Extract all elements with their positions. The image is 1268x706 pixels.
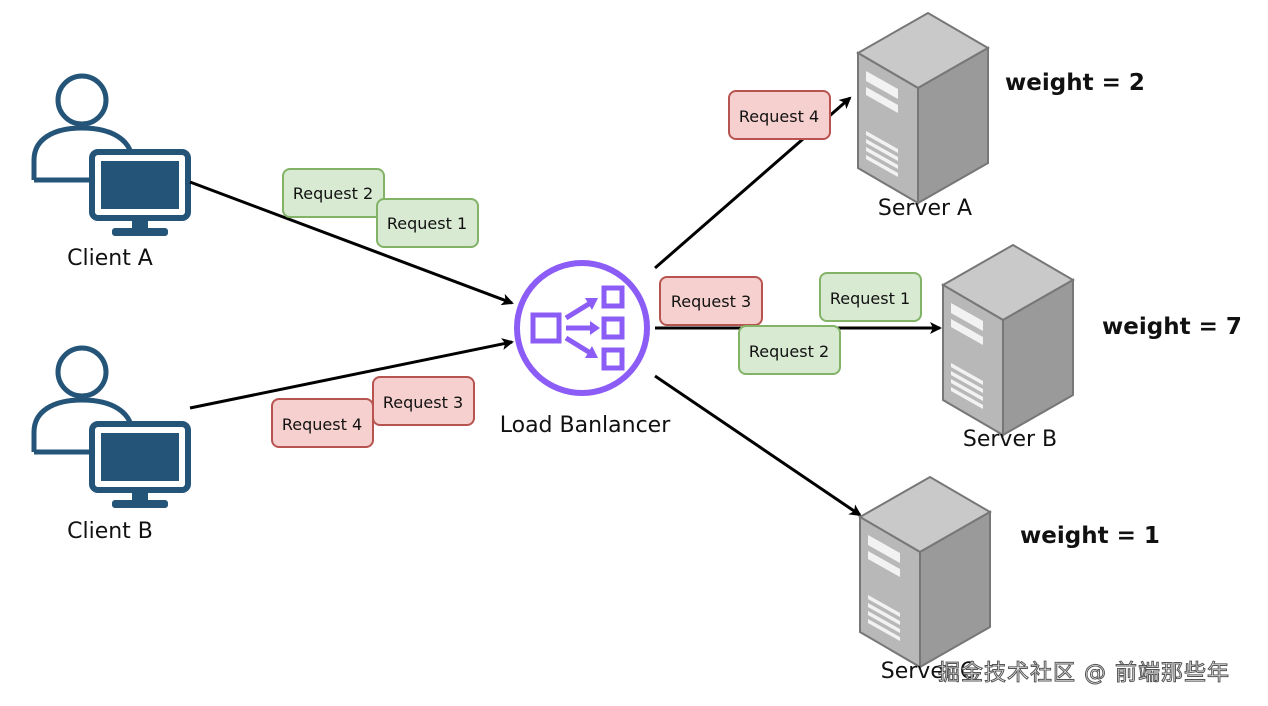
request-box: Request 1 — [376, 198, 479, 248]
client-computer-icon — [34, 348, 188, 508]
svg-text:Request 1: Request 1 — [387, 214, 467, 233]
request-box: Request 4 — [271, 398, 374, 448]
load-balancer: Load Banlancer — [500, 260, 671, 438]
server-b: Server B weight = 7 — [942, 244, 1242, 452]
server-icon — [857, 12, 989, 204]
svg-text:Request 2: Request 2 — [749, 342, 829, 361]
watermark: 掘金技术社区 @ 前端那些年 — [938, 661, 1230, 687]
client-computer-icon — [34, 76, 188, 236]
server-c-weight: weight = 1 — [1020, 523, 1160, 549]
server-a-weight: weight = 2 — [1005, 70, 1145, 96]
server-icon — [942, 244, 1074, 436]
request-box: Request 3 — [372, 376, 475, 426]
server-a: Server A weight = 2 — [857, 12, 1145, 221]
svg-text:Request 3: Request 3 — [383, 393, 463, 412]
server-a-label: Server A — [878, 196, 972, 221]
client-b: Client B — [34, 348, 188, 544]
request-box: Request 4 — [728, 90, 831, 140]
server-c-label: Server C — [881, 659, 976, 684]
server-icon — [859, 476, 991, 668]
request-box: Request 3 — [659, 276, 763, 326]
arrow-balancer-to-server-c — [654, 374, 862, 517]
svg-text:Request 3: Request 3 — [671, 292, 751, 311]
load-balancer-label: Load Banlancer — [500, 413, 671, 438]
server-b-label: Server B — [963, 427, 1057, 452]
client-a-label: Client A — [67, 246, 153, 271]
svg-text:Request 4: Request 4 — [282, 415, 362, 434]
client-b-label: Client B — [67, 519, 153, 544]
request-box: Request 1 — [819, 272, 922, 322]
request-box: Request 2 — [282, 168, 385, 218]
arrow-client-a-to-balancer — [189, 180, 514, 306]
svg-text:Request 4: Request 4 — [739, 107, 819, 126]
svg-text:Request 1: Request 1 — [830, 289, 910, 308]
request-box: Request 2 — [738, 325, 841, 375]
client-a: Client A — [34, 76, 188, 271]
svg-text:Request 2: Request 2 — [293, 184, 373, 203]
arrow-client-b-to-balancer — [189, 338, 514, 410]
server-c: Server C weight = 1 — [859, 476, 1160, 684]
server-b-weight: weight = 7 — [1102, 314, 1242, 340]
